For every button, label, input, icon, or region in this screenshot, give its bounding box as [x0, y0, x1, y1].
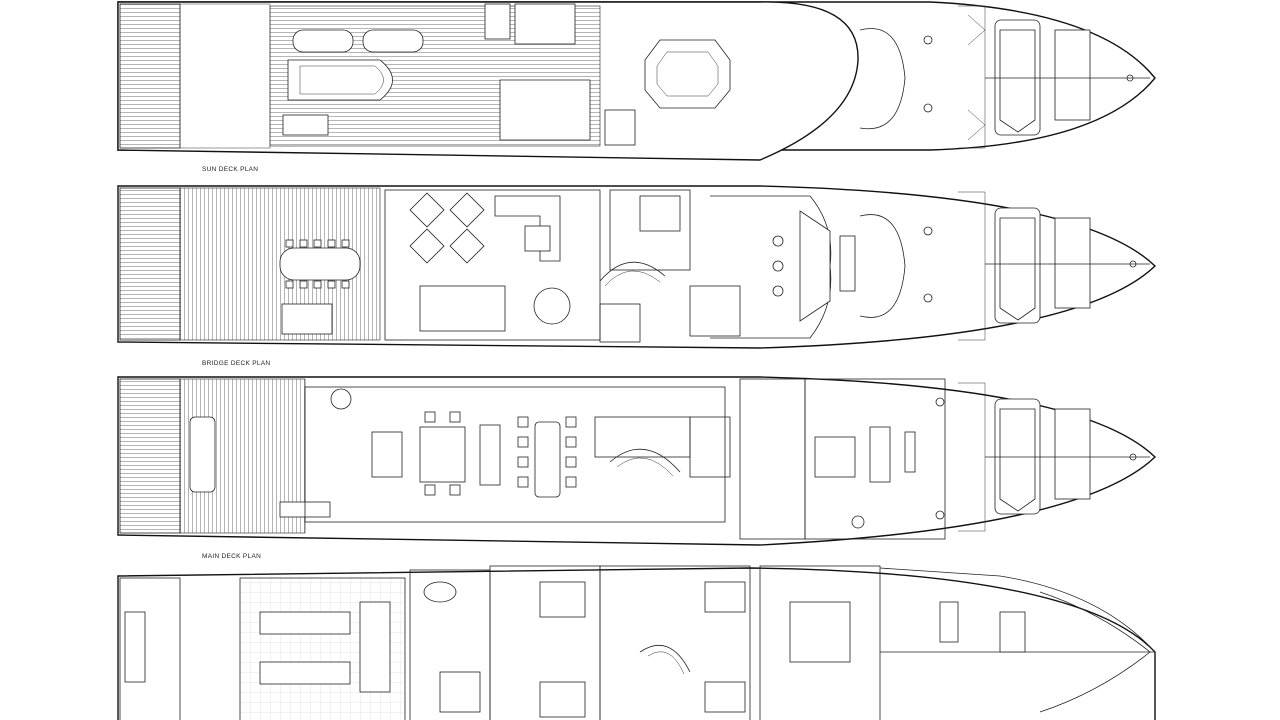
sun-deck-plan: SUN DECK PLAN	[117, 1, 1156, 173]
bridge-bow-tender-icon	[999, 217, 1036, 321]
lower-deck-plan	[117, 565, 1156, 720]
main-master-bed	[814, 436, 856, 478]
bridge-deck-label: BRIDGE DECK PLAN	[202, 360, 270, 367]
main-dining-table	[534, 421, 561, 498]
sun-deck-label: SUN DECK PLAN	[202, 166, 258, 173]
main-deck-hull	[117, 376, 1157, 546]
sun-tender-icon	[287, 59, 393, 101]
bridge-spiral-stair	[599, 261, 666, 282]
lower-cabin-bed-1	[539, 581, 586, 618]
lower-cabin-bed-2	[539, 681, 586, 718]
main-deck-plan: MAIN DECK PLAN	[117, 376, 1157, 560]
main-deck-label: MAIN DECK PLAN	[202, 553, 261, 560]
sun-aft-deck	[119, 3, 181, 149]
bridge-deck-plan: BRIDGE DECK PLAN	[117, 185, 1157, 367]
bridge-dining-table	[279, 247, 361, 281]
sun-bow-tender-icon	[999, 29, 1036, 133]
sun-jacuzzi-icon	[644, 39, 731, 109]
bridge-round-table	[533, 287, 571, 325]
main-bow-tender-icon	[999, 408, 1036, 512]
lower-spiral-stair	[639, 644, 691, 673]
